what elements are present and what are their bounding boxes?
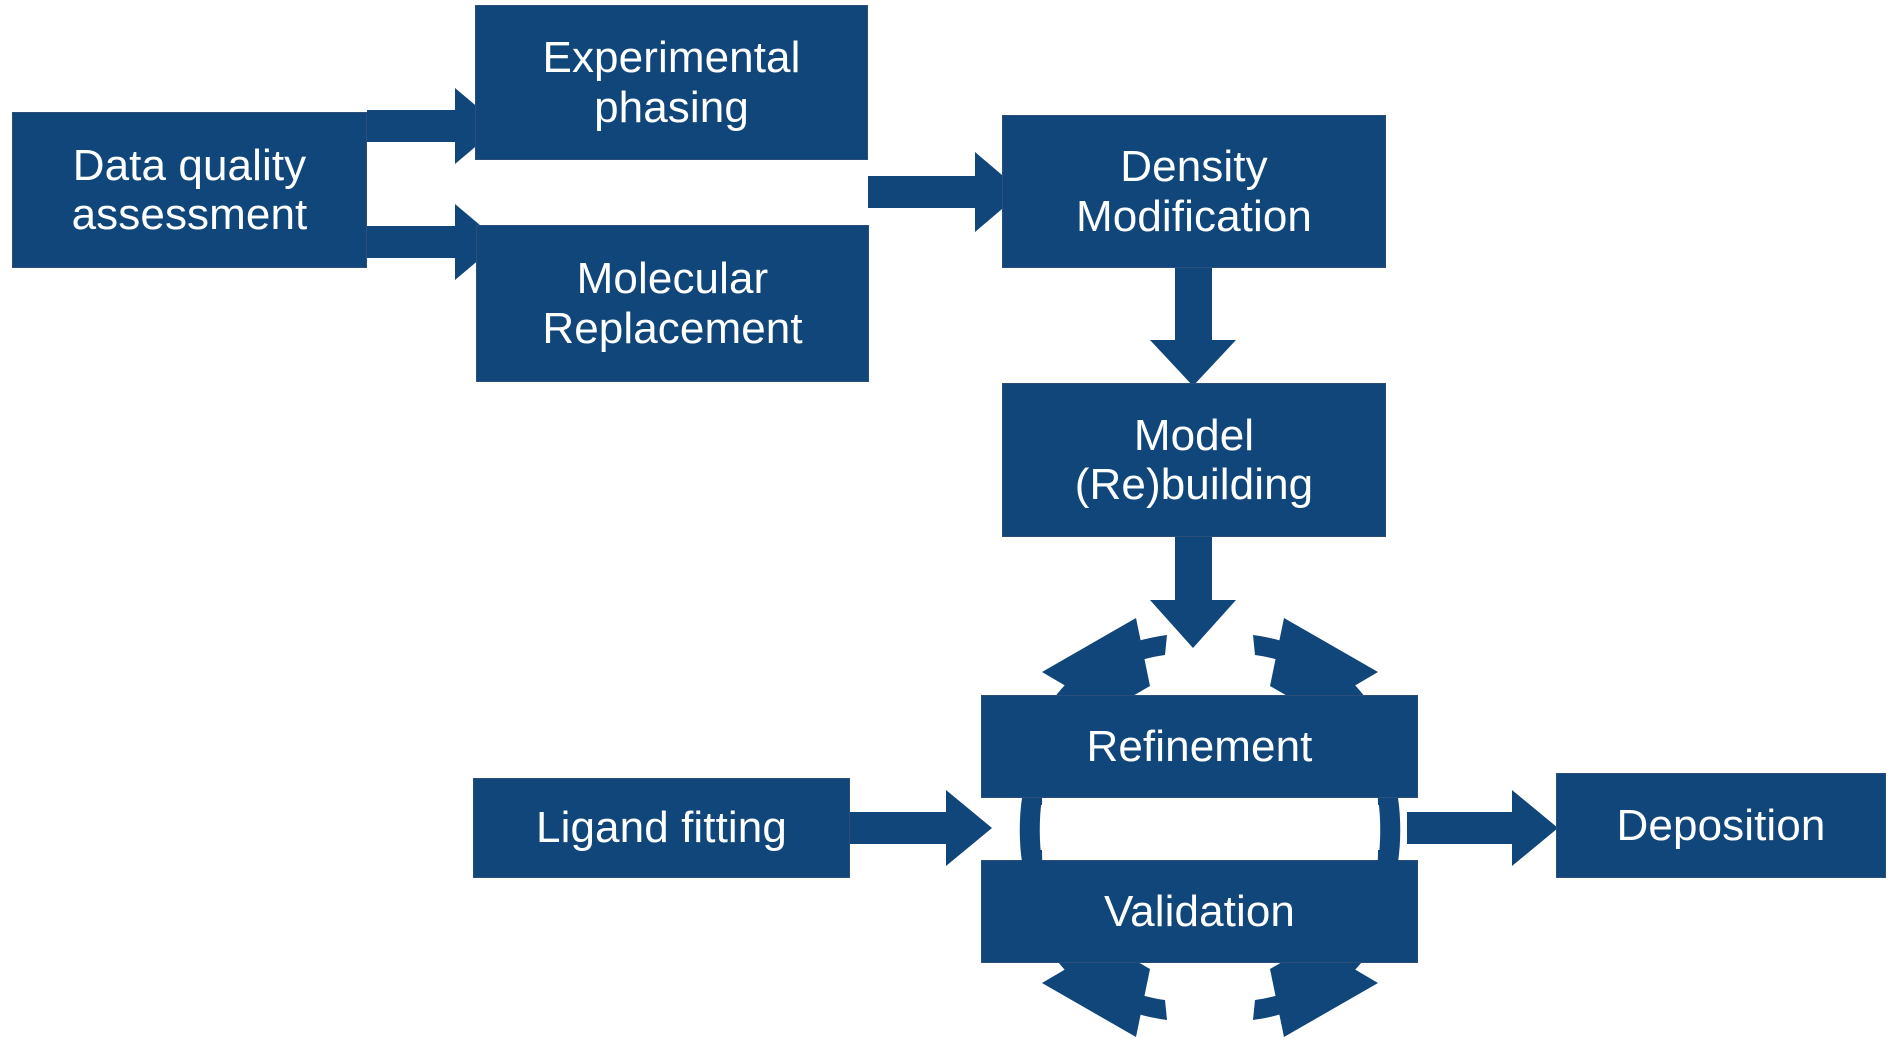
node-label: Experimental phasing (542, 33, 801, 132)
node-data-quality-assessment[interactable]: Data quality assessment (12, 112, 367, 268)
node-molecular-replacement[interactable]: Molecular Replacement (476, 225, 869, 382)
node-density-modification[interactable]: Density Modification (1002, 115, 1386, 268)
node-label: Validation (1104, 886, 1295, 936)
node-label: Data quality assessment (71, 140, 308, 239)
node-experimental-phasing[interactable]: Experimental phasing (475, 5, 868, 160)
node-label: Ligand fitting (536, 803, 787, 853)
node-deposition[interactable]: Deposition (1556, 773, 1886, 878)
node-label: Refinement (1086, 721, 1313, 771)
node-label: Model (Re)building (1074, 410, 1314, 509)
node-label: Deposition (1616, 800, 1826, 850)
node-ligand-fitting[interactable]: Ligand fitting (473, 778, 850, 878)
node-refinement[interactable]: Refinement (981, 695, 1418, 798)
node-validation[interactable]: Validation (981, 860, 1418, 963)
node-label: Density Modification (1076, 142, 1312, 241)
node-model-rebuilding[interactable]: Model (Re)building (1002, 383, 1386, 537)
node-label: Molecular Replacement (542, 254, 803, 353)
